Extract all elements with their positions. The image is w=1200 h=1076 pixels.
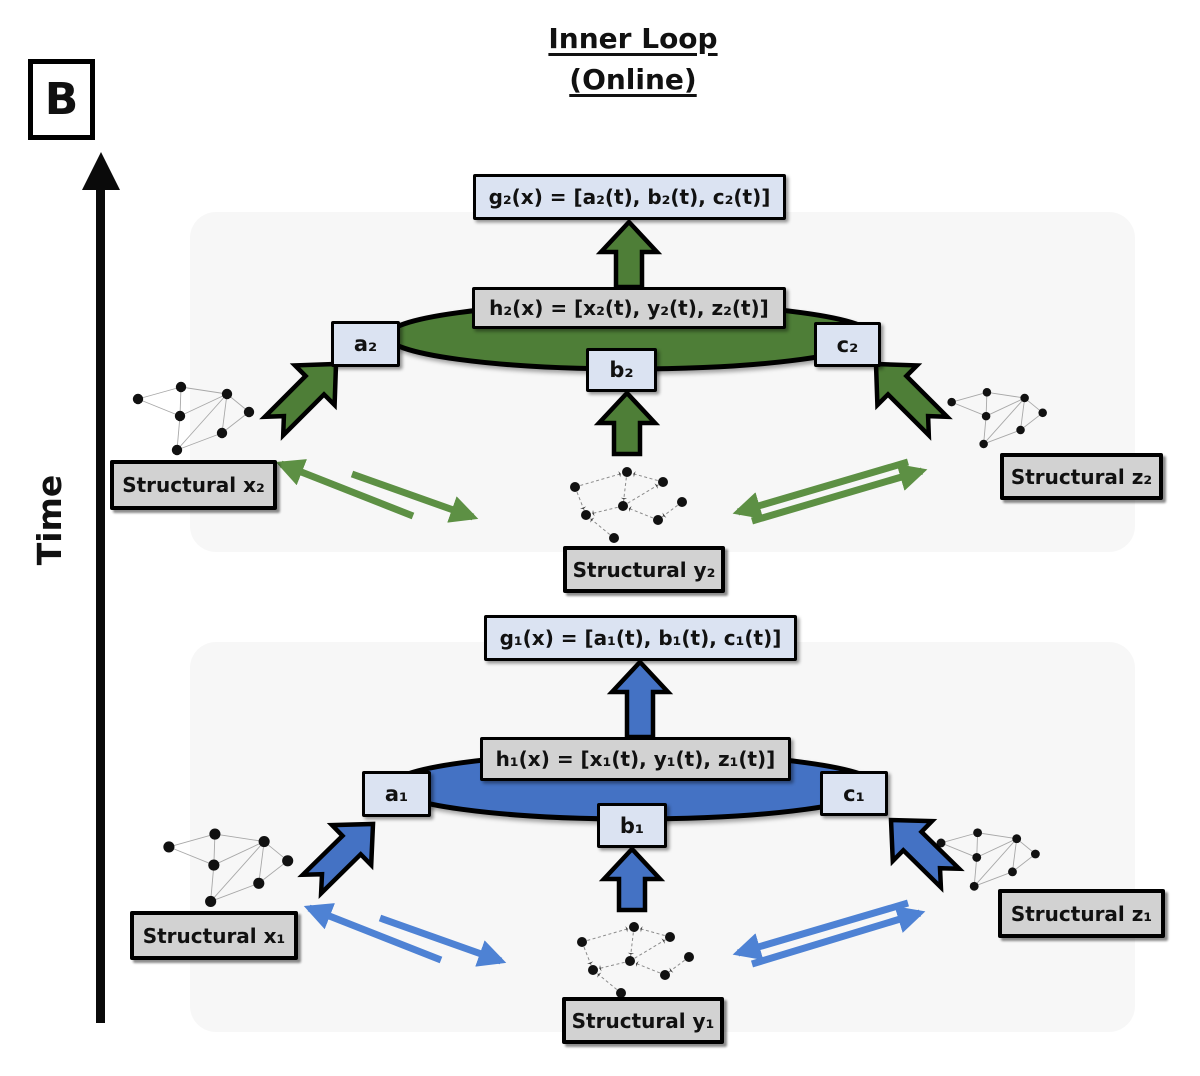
node-b1-box: b₁: [597, 803, 667, 848]
arrow-x1-to-y1: [378, 914, 507, 967]
time-axis-arrowhead-icon: [82, 152, 120, 190]
arrow-z1-to-y1: [732, 899, 909, 961]
arrow-y2-to-z2: [751, 463, 928, 525]
h1-formula-box: h₁(x) = [x₁(t), y₁(t), z₁(t)]: [480, 737, 791, 781]
arrow-into-a1: [297, 821, 376, 899]
network-graph-z2: [947, 388, 1047, 449]
arrow-into-b2: [593, 389, 661, 457]
network-graph-x1: [163, 828, 294, 908]
g1-formula-box: g₁(x) = [a₁(t), b₁(t), c₁(t)]: [484, 615, 797, 661]
node-a2-box: a₂: [331, 321, 400, 367]
arrow-h1-to-g1: [606, 658, 674, 740]
node-c2-box: c₂: [814, 322, 881, 367]
arrow-into-c2: [873, 361, 953, 441]
structural-x1-box: Structural x₁: [130, 911, 298, 960]
structural-x2-box: Structural x₂: [110, 460, 277, 510]
arrow-y1-to-z1: [750, 906, 926, 968]
node-b2-box: b₂: [586, 348, 657, 392]
node-c1-box: c₁: [820, 771, 888, 816]
time-axis-line: [96, 186, 105, 1023]
arrow-h2-to-g2: [595, 218, 663, 290]
arrow-y2-to-x2: [275, 459, 415, 520]
figure-title: Inner Loop (Online): [433, 18, 833, 100]
time-axis-label: Time: [30, 474, 69, 566]
arrow-into-a2: [259, 361, 339, 441]
h2-formula-box: h₂(x) = [x₂(t), y₂(t), z₂(t)]: [472, 287, 786, 329]
figure-panel-label: B: [28, 59, 95, 140]
structural-y1-box: Structural y₁: [562, 997, 724, 1044]
node-a1-box: a₁: [362, 771, 431, 817]
title-line-2: (Online): [569, 63, 697, 96]
arrow-y1-to-x1: [303, 903, 443, 964]
structural-y2-box: Structural y₂: [563, 546, 725, 593]
network-graph-z1: [936, 828, 1040, 891]
structural-z2-box: Structural z₂: [1000, 453, 1163, 500]
arrow-into-c1: [888, 817, 965, 893]
network-graph-y2: [570, 467, 687, 543]
network-graph-x2: [132, 381, 255, 456]
structural-z1-box: Structural z₁: [998, 889, 1165, 938]
title-line-1: Inner Loop: [548, 22, 718, 55]
g2-formula-box: g₂(x) = [a₂(t), b₂(t), c₂(t)]: [473, 174, 786, 220]
background-panel-t2: [190, 212, 1135, 552]
arrow-z2-to-y2: [732, 458, 909, 520]
network-graph-y1: [577, 922, 694, 998]
arrow-x2-to-y2: [350, 470, 479, 523]
arrow-into-b1: [598, 845, 666, 913]
